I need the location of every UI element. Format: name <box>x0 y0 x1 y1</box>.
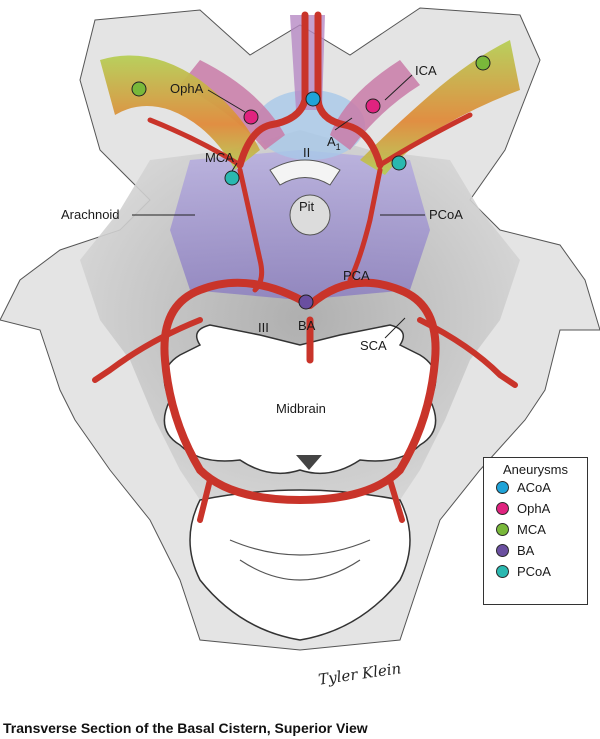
label-pit: Pit <box>299 199 315 214</box>
right-pcoa <box>347 167 383 283</box>
legend-item-mca: MCA <box>484 519 587 540</box>
aneurysm-mca-left <box>131 81 147 97</box>
legend-label-pcoa: PCoA <box>517 564 551 579</box>
right-mca-cistern <box>360 40 520 175</box>
legend-swatch-acoa <box>496 481 509 494</box>
left-sca <box>92 317 203 383</box>
pca-ring <box>160 278 440 505</box>
legend-label-opha: OphA <box>517 501 551 516</box>
label-a1-main: A <box>327 134 336 149</box>
leader-a1 <box>334 117 353 131</box>
label-a1: A1 <box>327 134 341 152</box>
aneurysm-ba <box>298 294 314 310</box>
cerebellar-fold-1 <box>229 539 371 556</box>
legend-title: Aneurysms <box>502 462 569 477</box>
legend-label-acoa: ACoA <box>517 480 551 495</box>
label-a1-subscript: 1 <box>336 142 341 152</box>
leader-mca <box>231 162 238 172</box>
pituitary-stalk <box>289 194 331 236</box>
arterial-network <box>92 11 518 523</box>
right-mca-branch <box>377 112 473 168</box>
leader-sca <box>384 317 406 339</box>
left-mca-branch <box>147 117 243 168</box>
label-midbrain: Midbrain <box>276 401 326 416</box>
label-pca: PCA <box>343 268 370 283</box>
figure-caption: Transverse Section of the Basal Cistern,… <box>3 720 368 736</box>
leader-opha <box>207 89 246 113</box>
aneurysm-legend: Aneurysms ACoA OphA MCA BA PCoA <box>483 457 588 605</box>
label-mca: MCA <box>205 150 234 165</box>
aneurysm-mca-right <box>475 55 491 71</box>
right-ica <box>314 11 384 169</box>
aneurysm-pcoa-left <box>224 170 240 186</box>
aneurysm-acoa <box>305 91 321 107</box>
legend-swatch-pcoa <box>496 565 509 578</box>
right-lower-branch <box>387 477 405 523</box>
legend-swatch-mca <box>496 523 509 536</box>
label-pcoa: PCoA <box>429 207 463 222</box>
leader-lines <box>132 74 425 339</box>
cerebellar-fold-2 <box>239 559 361 581</box>
left-ica <box>236 11 309 169</box>
aneurysm-opha-left <box>243 109 259 125</box>
acoa-cistern <box>255 90 365 160</box>
cerebellar-region <box>189 489 411 641</box>
legend-item-ba: BA <box>484 540 587 561</box>
legend-swatch-ba <box>496 544 509 557</box>
midbrain-shape <box>163 324 437 475</box>
label-ica: ICA <box>415 63 437 78</box>
label-opha: OphA <box>170 81 204 96</box>
legend-label-mca: MCA <box>517 522 546 537</box>
label-sca: SCA <box>360 338 387 353</box>
legend-item-acoa: ACoA <box>484 477 587 498</box>
legend-label-ba: BA <box>517 543 535 558</box>
right-sca <box>417 317 518 388</box>
aneurysm-opha-right <box>365 98 381 114</box>
label-arachnoid: Arachnoid <box>61 207 120 222</box>
left-lower-branch <box>197 477 213 523</box>
legend-item-opha: OphA <box>484 498 587 519</box>
aqueduct-marker <box>296 455 322 470</box>
aneurysm-pcoa-right <box>391 155 407 171</box>
label-cn2: II <box>303 145 310 160</box>
label-ba: BA <box>298 318 316 333</box>
legend-item-pcoa: PCoA <box>484 561 587 582</box>
label-cn3: III <box>258 320 269 335</box>
legend-swatch-opha <box>496 502 509 515</box>
optic-chiasm <box>269 159 341 186</box>
leader-ica <box>384 74 413 101</box>
